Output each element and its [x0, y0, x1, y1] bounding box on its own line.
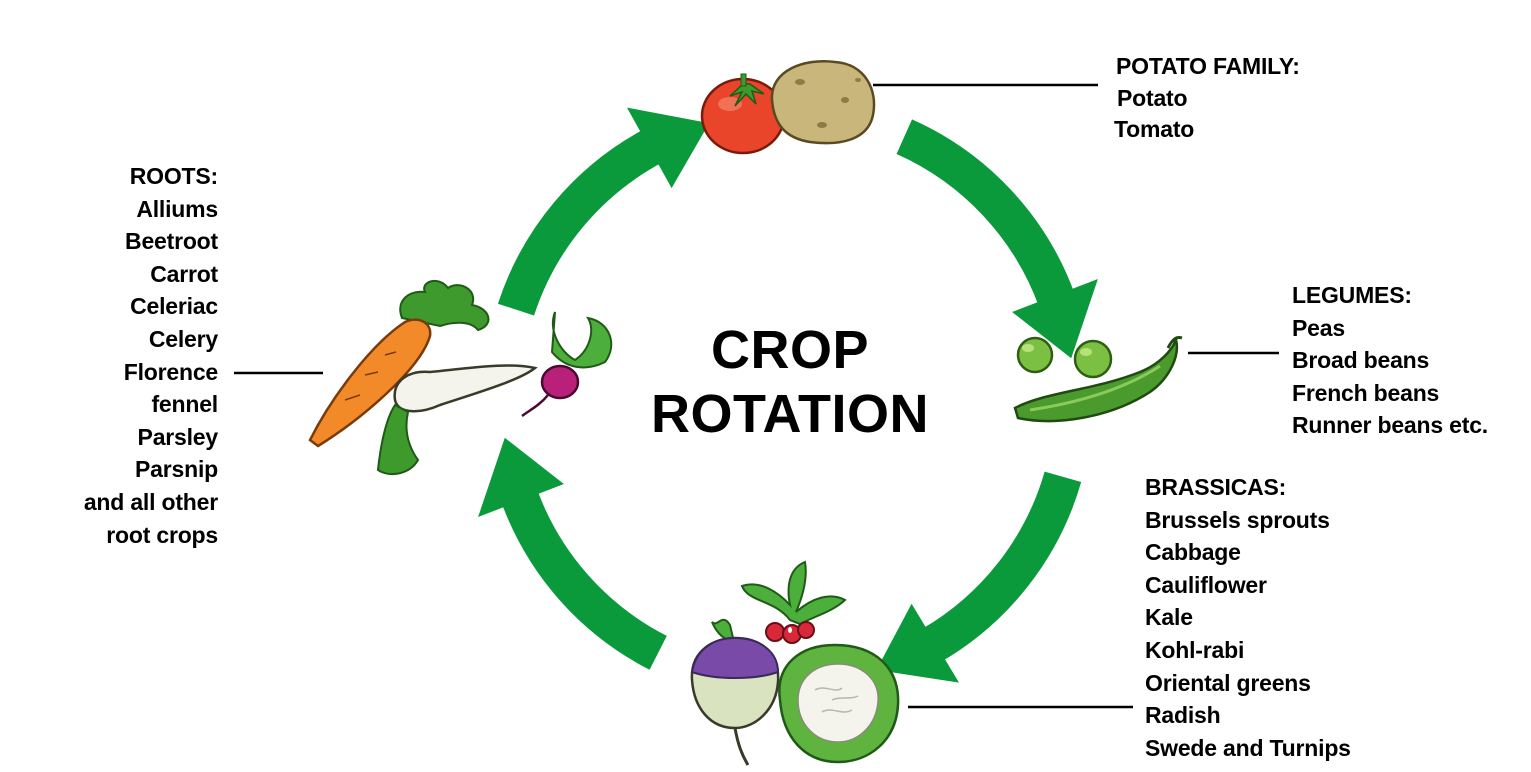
list-item: Parsnip [135, 456, 218, 483]
list-item: root crops [106, 521, 218, 548]
rotation-arrows [478, 107, 1098, 683]
list-item: Brussels sprouts [1145, 506, 1330, 533]
group-heading: ROOTS: [129, 163, 218, 189]
diagram-title: CROP ROTATION [580, 318, 1000, 446]
list-item: fennel [151, 391, 218, 418]
carrot-icon [308, 279, 490, 448]
cauliflower-icon [778, 643, 900, 764]
title-line-1: CROP [710, 320, 869, 380]
list-item: Cabbage [1145, 539, 1241, 566]
leader-lines [234, 83, 1279, 709]
potato-icon [770, 60, 876, 145]
arrow-top-to-right [896, 119, 1098, 359]
list-item: Radish [1145, 702, 1221, 729]
arrow-shaft [501, 489, 668, 670]
pea-pod-icon [1013, 336, 1183, 423]
arrowhead [876, 603, 959, 683]
list-item: Florence [123, 358, 218, 385]
arrow-shaft [497, 128, 663, 316]
list-item: Beetroot [125, 228, 218, 255]
brassicas-list: BRASSICAS: Brussels sprouts Cabbage Caul… [1145, 471, 1351, 764]
list-item: Kale [1145, 604, 1193, 631]
potato-family-list: POTATO FAMILY: Potato Tomato [1114, 51, 1300, 146]
peas-icon [1016, 336, 1113, 379]
arrow-shaft [896, 119, 1075, 307]
group-heading: BRASSICAS: [1145, 474, 1287, 500]
arrowhead [1012, 279, 1098, 359]
list-item: Runner beans etc. [1292, 412, 1488, 439]
list-item: Celery [148, 325, 218, 352]
list-item: Broad beans [1292, 347, 1430, 374]
arrow-left-to-top [497, 107, 710, 316]
list-item: and all other [83, 488, 218, 515]
list-item: Tomato [1114, 116, 1195, 142]
list-item: Cauliflower [1145, 571, 1267, 598]
list-item: Oriental greens [1145, 669, 1311, 696]
arrow-shaft [921, 471, 1082, 663]
roots-list: ROOTS: Alliums Beetroot Carrot Celeriac … [84, 160, 218, 551]
arrow-right-to-bottom [876, 471, 1082, 683]
list-item: Carrot [150, 260, 218, 287]
radish-icon [740, 560, 847, 644]
list-item: Celeriac [130, 293, 218, 320]
list-item: Peas [1292, 314, 1345, 341]
group-heading: LEGUMES: [1292, 282, 1412, 308]
arrowhead [478, 437, 564, 517]
parsnip-icon [376, 364, 538, 476]
arrow-bottom-to-left [478, 437, 668, 670]
beetroot-icon [521, 311, 613, 418]
title-line-2: ROTATION [651, 384, 929, 444]
list-item: Parsley [137, 423, 219, 450]
tomato-icon [700, 73, 786, 155]
list-item: Potato [1117, 84, 1188, 111]
legumes-list: LEGUMES: Peas Broad beans French beans R… [1292, 279, 1488, 442]
turnip-icon [690, 618, 780, 766]
list-item: French beans [1292, 379, 1440, 406]
arrowhead [627, 107, 710, 189]
list-item: Swede and Turnips [1145, 734, 1351, 761]
list-item: Alliums [136, 195, 218, 222]
list-item: Kohl-rabi [1145, 636, 1245, 663]
group-heading: POTATO FAMILY: [1116, 53, 1300, 79]
